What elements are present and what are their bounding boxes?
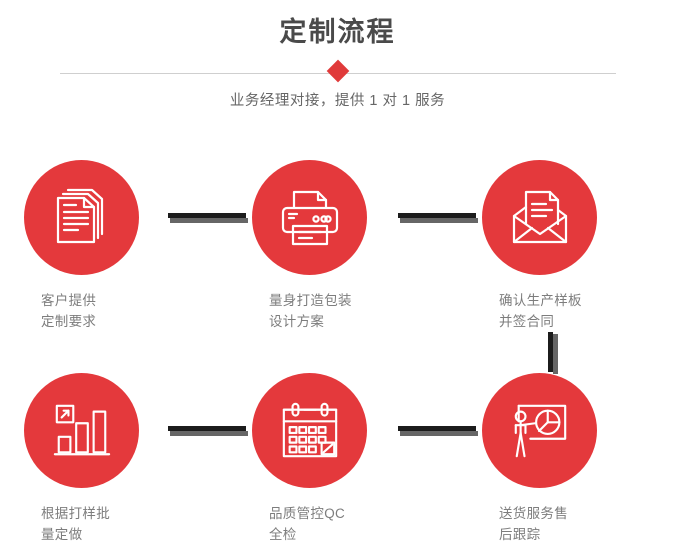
step-label: 量身打造包装 设计方案 bbox=[269, 293, 352, 329]
connector-bar bbox=[548, 332, 553, 372]
envelope-letter-icon bbox=[508, 186, 572, 250]
step-icon-circle bbox=[482, 160, 597, 275]
page-title: 定制流程 bbox=[279, 17, 396, 47]
connector-bar bbox=[398, 213, 476, 218]
connector-step3-step6-vertical bbox=[548, 332, 558, 374]
connector-shadow bbox=[400, 431, 478, 436]
connector-bar bbox=[168, 426, 246, 431]
documents-stack-icon bbox=[50, 186, 114, 250]
calendar-check-icon bbox=[279, 400, 341, 462]
process-step-4[interactable]: 根据打样批 量定做 bbox=[24, 373, 174, 545]
printer-icon bbox=[278, 186, 342, 250]
step-icon-circle bbox=[24, 373, 139, 488]
process-step-3[interactable]: 确认生产样板 并签合同 bbox=[482, 160, 632, 332]
connector-shadow bbox=[400, 218, 478, 223]
process-step-1[interactable]: 客户提供 定制要求 bbox=[24, 160, 174, 332]
process-step-2[interactable]: 量身打造包装 设计方案 bbox=[252, 160, 402, 332]
connector-bar bbox=[398, 426, 476, 431]
connector-shadow bbox=[170, 218, 248, 223]
step-label: 确认生产样板 并签合同 bbox=[499, 293, 582, 329]
presenter-pie-chart-icon bbox=[509, 400, 571, 462]
process-step-6[interactable]: 送货服务售 后跟踪 bbox=[482, 373, 632, 545]
step-icon-circle bbox=[252, 160, 367, 275]
process-flow: 客户提供 定制要求 bbox=[0, 130, 675, 550]
header-section: 定制流程 业务经理对接，提供 1 对 1 服务 bbox=[0, 0, 675, 130]
step-label: 品质管控QC 全检 bbox=[269, 506, 346, 542]
step-icon-circle bbox=[482, 373, 597, 488]
diamond-icon bbox=[326, 59, 350, 83]
connector-shadow bbox=[553, 334, 558, 374]
connector-shadow bbox=[170, 431, 248, 436]
step-label: 客户提供 定制要求 bbox=[41, 293, 97, 329]
connector-step4-step5 bbox=[168, 426, 248, 436]
step-label: 根据打样批 量定做 bbox=[41, 506, 110, 542]
step-label: 送货服务售 后跟踪 bbox=[499, 506, 568, 542]
bar-chart-growth-icon bbox=[51, 400, 113, 462]
page-subtitle: 业务经理对接，提供 1 对 1 服务 bbox=[229, 93, 446, 109]
step-icon-circle bbox=[252, 373, 367, 488]
process-step-5[interactable]: 品质管控QC 全检 bbox=[252, 373, 402, 545]
connector-step1-step2 bbox=[168, 213, 248, 223]
step-icon-circle bbox=[24, 160, 139, 275]
title-divider bbox=[0, 59, 675, 86]
connector-bar bbox=[168, 213, 246, 218]
connector-step2-step3 bbox=[398, 213, 478, 223]
connector-step5-step6 bbox=[398, 426, 478, 436]
